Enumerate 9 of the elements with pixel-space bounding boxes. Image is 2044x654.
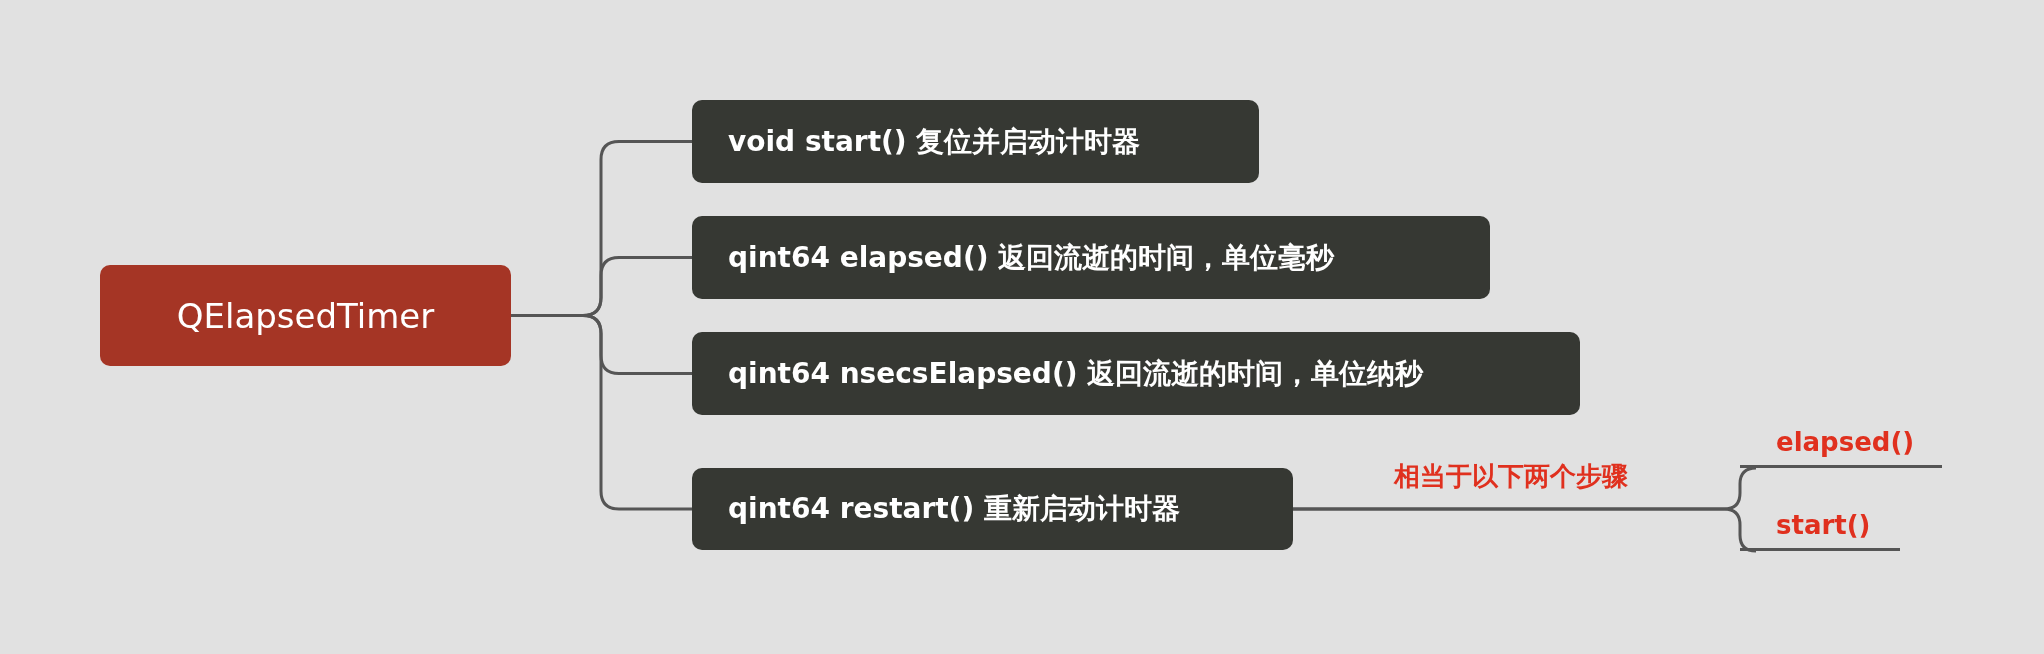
method-box: qint64 nsecsElapsed() 返回流逝的时间，单位纳秒 bbox=[692, 332, 1580, 415]
method-box: qint64 restart() 重新启动计时器 bbox=[692, 468, 1293, 550]
topic-box: QElapsedTimer bbox=[100, 265, 511, 366]
step-text: elapsed() bbox=[1740, 405, 1942, 468]
method-box: qint64 elapsed() 返回流逝的时间，单位毫秒 bbox=[692, 216, 1490, 299]
method-box: void start() 复位并启动计时器 bbox=[692, 100, 1259, 183]
step-text: start() bbox=[1740, 490, 1900, 551]
connector-line bbox=[511, 314, 692, 511]
connector-line bbox=[1293, 507, 1757, 553]
